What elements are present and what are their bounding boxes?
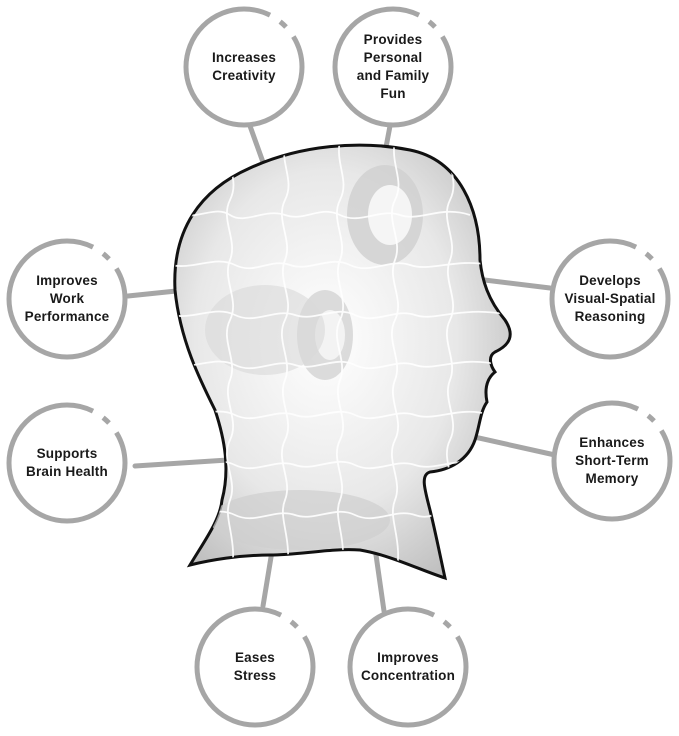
bubble-visual: Develops Visual-Spatial Reasoning [549,238,671,360]
bubble-label-concentration: Improves Concentration [360,650,456,683]
ring-icon [194,606,316,728]
bubble-label-memory: Enhances Short-Term Memory [575,435,649,486]
ring-icon [332,6,454,128]
bubble-stress: Eases Stress [194,606,316,728]
ring-icon [6,402,128,524]
bubble-fun: Provides Personal and Family Fun [332,6,454,128]
bubble-label-creativity: Increases Creativity [211,50,277,83]
puzzle-head-illustration [173,143,512,581]
connector-concentration [372,545,387,614]
bubble-label-fun: Provides Personal and Family Fun [356,32,430,101]
ring-icon [551,400,673,522]
bubble-label-brain-health: Supports Brain Health [26,446,108,479]
connector-creativity [247,123,267,168]
bubble-creativity: Increases Creativity [183,6,305,128]
ring-icon [183,6,305,128]
bubble-memory: Enhances Short-Term Memory [551,400,673,522]
bubble-label-stress: Eases Stress [233,650,277,683]
ring-icon [6,238,128,360]
bubble-label-visual: Develops Visual-Spatial Reasoning [564,273,656,324]
bubble-label-work: Improves Work Performance [24,273,110,324]
puzzle-lines [174,145,511,578]
ring-icon [549,238,671,360]
bubble-brain-health: Supports Brain Health [6,402,128,524]
bubble-work: Improves Work Performance [6,238,128,360]
ring-icon [347,606,469,728]
bubble-concentration: Improves Concentration [347,606,469,728]
